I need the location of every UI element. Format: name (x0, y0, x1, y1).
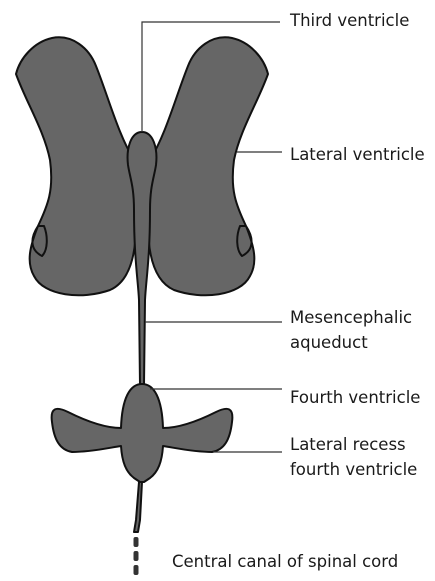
left-lateral-ventricle (16, 37, 137, 295)
central-canal-shape (134, 482, 142, 532)
label-lateral-recess-line2: fourth ventricle (290, 458, 417, 481)
label-fourth-ventricle: Fourth ventricle (290, 386, 420, 409)
canal-dash (134, 565, 139, 575)
central-canal-dashes (134, 537, 139, 575)
fourth-ventricle-shape (52, 384, 233, 482)
label-third-ventricle: Third ventricle (290, 9, 409, 32)
label-lateral-recess-line1: Lateral recess (290, 433, 406, 456)
canal-dash (134, 537, 139, 547)
label-mesencephalic-line1: Mesencephalic (290, 306, 412, 329)
canal-dash (134, 551, 139, 561)
right-lateral-ventricle (148, 37, 269, 295)
label-lateral-ventricle: Lateral ventricle (290, 143, 425, 166)
label-mesencephalic-line2: aqueduct (290, 331, 368, 354)
label-central-canal: Central canal of spinal cord (172, 550, 398, 573)
